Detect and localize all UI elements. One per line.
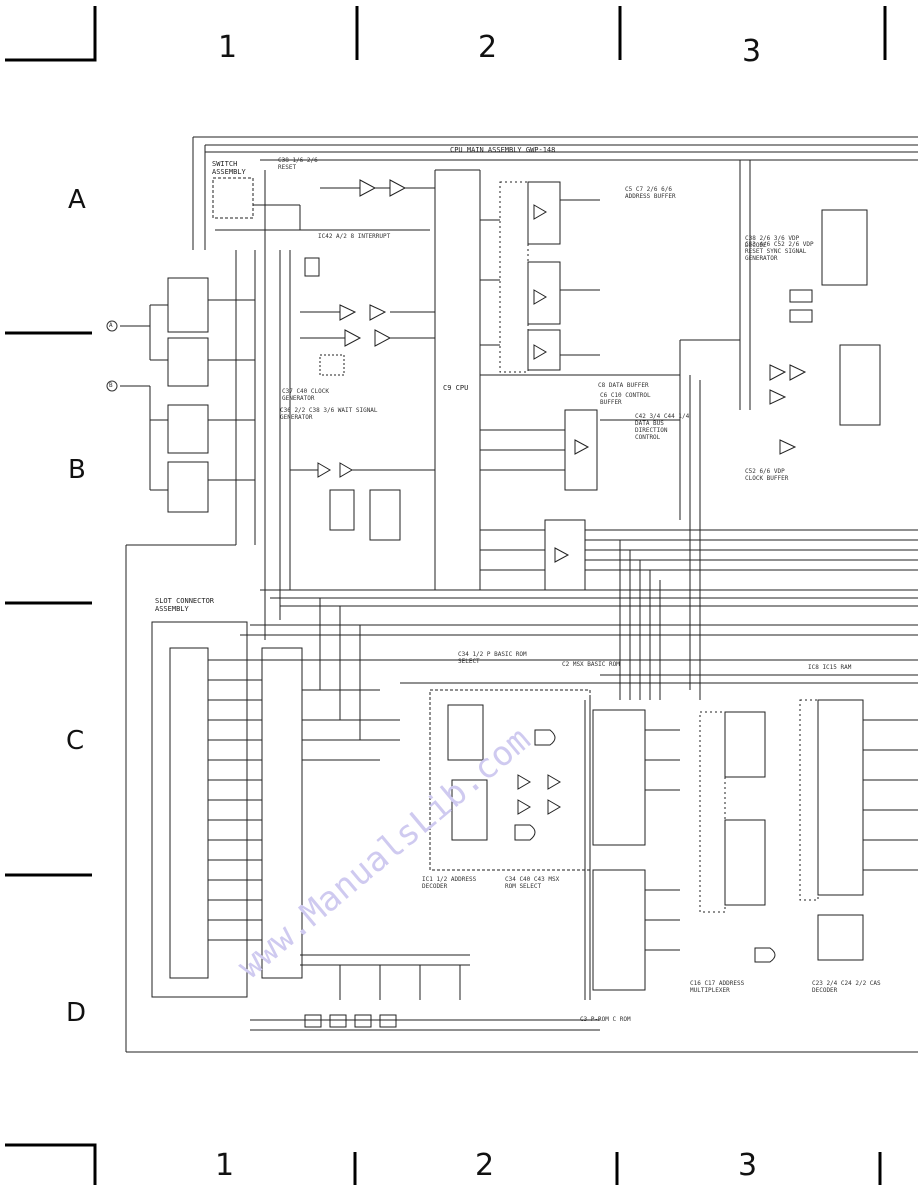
reset-label: C38 1/6 2/6 RESET xyxy=(278,157,318,171)
data-bus-control-label: C42 3/4 C44 1/4 DATA BUS DIRECTION CONTR… xyxy=(635,413,690,441)
control-buffer-label: C6 C10 CONTROL BUFFER xyxy=(600,392,651,406)
row-label-a: A xyxy=(68,185,86,215)
p-rom-label: C3 P-ROM C ROM xyxy=(580,1016,631,1023)
column-label-2-bottom: 2 xyxy=(475,1148,495,1183)
connector-a-label: A xyxy=(109,322,113,329)
column-label-1-bottom: 1 xyxy=(215,1148,235,1183)
vdp-decode-label: C38 2/6 3/6 VDP DECODE xyxy=(745,235,800,249)
cpu-label: C9 CPU xyxy=(443,384,469,392)
address-multiplexer-label: C16 C17 ADDRESS MULTIPLEXER xyxy=(690,980,745,994)
column-label-3-bottom: 3 xyxy=(738,1148,758,1183)
vdp-clock-label: C52 6/6 VDP CLOCK BUFFER xyxy=(745,468,789,482)
data-buffer-label: C8 DATA BUFFER xyxy=(598,382,649,389)
row-label-b: B xyxy=(68,455,86,485)
vdp-reset-label: C53 4/6 C52 2/6 VDP RESET SYNC SIGNAL GE… xyxy=(745,241,814,262)
column-label-1-top: 1 xyxy=(218,30,238,65)
row-label-d: D xyxy=(66,998,87,1028)
column-label-3-top: 3 xyxy=(742,34,762,69)
svg-text:www.ManualsLib.com: www.ManualsLib.com xyxy=(230,719,538,986)
msx-rom-select-label: C34 C40 C43 MSX ROM SELECT xyxy=(505,876,560,890)
address-buffer-label: C5 C7 2/6 6/6 ADDRESS BUFFER xyxy=(625,186,676,200)
ram-label: IC8 IC15 RAM xyxy=(808,664,852,671)
column-label-2-top: 2 xyxy=(478,30,498,65)
msx-basic-rom-label: C2 MSX BASIC ROM xyxy=(562,661,620,668)
address-decoder-label: IC1 1/2 ADDRESS DECODER xyxy=(422,876,477,890)
slot-connector-label: SLOT CONNECTOR ASSEMBLY xyxy=(155,597,215,613)
clock-generator-label: C37 C40 CLOCK GENERATOR xyxy=(282,388,329,402)
row-label-c: C xyxy=(66,726,85,756)
switch-assembly-label: SWITCH ASSEMBLY xyxy=(212,160,246,176)
interrupt-label: IC42 A/2 8 INTERRUPT xyxy=(318,233,391,240)
wait-generator-label: C36 2/2 C38 3/6 WAIT SIGNAL GENERATOR xyxy=(280,407,378,421)
basic-rom-select-label: C34 1/2 P BASIC ROM SELECT xyxy=(458,651,527,665)
assembly-title: CPU MAIN ASSEMBLY GWP-148 xyxy=(450,146,556,154)
connector-b-label: B xyxy=(109,382,113,389)
cas-decoder-label: C23 2/4 C24 2/2 CAS DECODER xyxy=(812,980,881,994)
